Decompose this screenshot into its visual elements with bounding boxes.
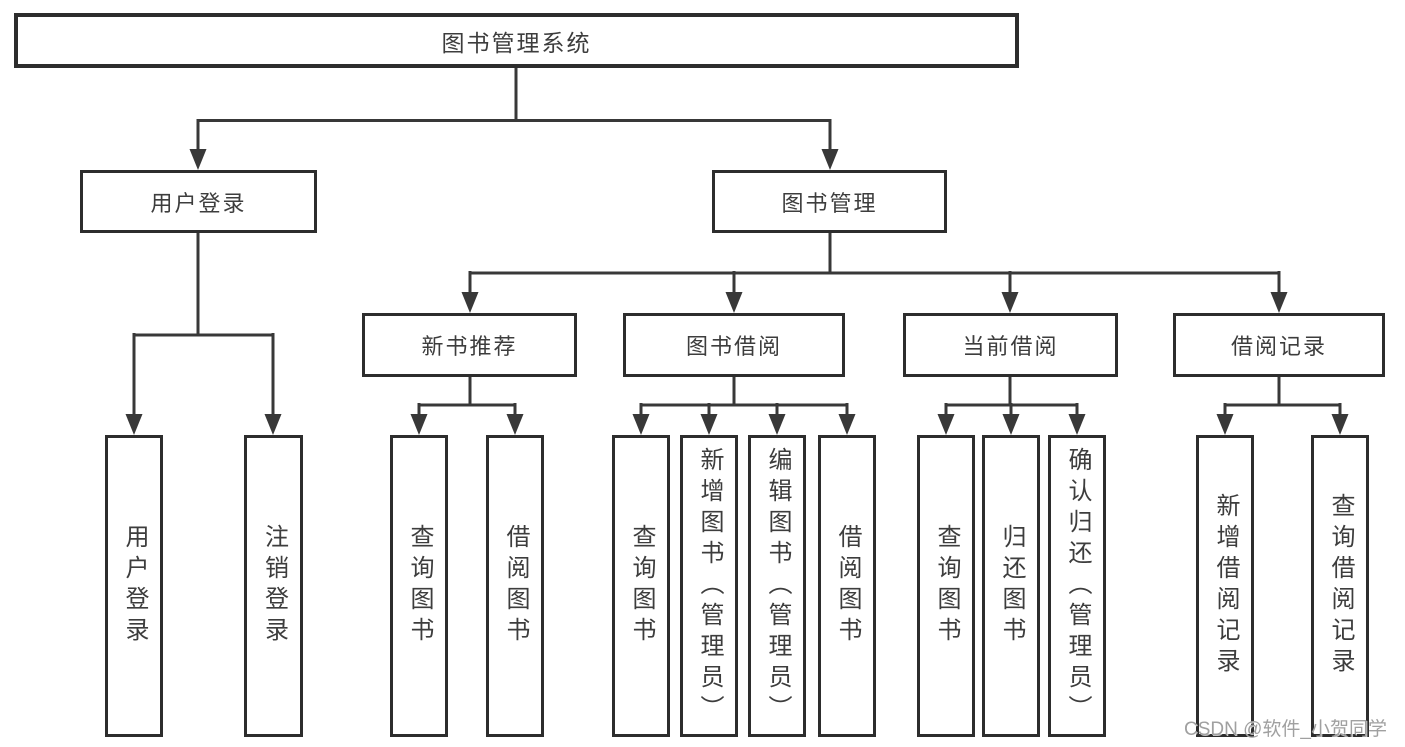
leaf-logout-label: 注销登录 bbox=[260, 524, 288, 648]
arrowhead bbox=[821, 149, 839, 170]
arrowhead bbox=[1001, 292, 1019, 313]
node-root-label: 图书管理系统 bbox=[441, 29, 592, 56]
leaf-rec-query-books-label: 查询图书 bbox=[406, 524, 433, 648]
branch-current-borrow-children bbox=[937, 377, 1086, 435]
branch-user-login-children bbox=[125, 233, 282, 435]
leaf-current-query-books-label: 查询图书 bbox=[933, 524, 960, 648]
leaf-add-books-admin-label: 新增图书（管理员） bbox=[696, 446, 723, 726]
leaf-current-query-books: 查询图书 bbox=[917, 435, 975, 737]
arrowhead bbox=[700, 414, 718, 435]
leaf-user-login-label: 用户登录 bbox=[121, 524, 148, 648]
watermark: CSDN @软件_小贺同学 bbox=[1184, 719, 1387, 740]
node-user-login-label: 用户登录 bbox=[150, 190, 247, 216]
leaf-logout: 注销登录 bbox=[244, 435, 303, 737]
leaf-return-books: 归还图书 bbox=[982, 435, 1040, 737]
leaf-borrow-query-books: 查询图书 bbox=[612, 435, 670, 737]
arrowhead bbox=[838, 414, 856, 435]
node-current-borrow: 当前借阅 bbox=[903, 313, 1118, 377]
leaf-query-borrow-record: 查询借阅记录 bbox=[1311, 435, 1369, 737]
arrowhead bbox=[1331, 414, 1349, 435]
arrowhead bbox=[632, 414, 650, 435]
leaf-query-borrow-record-label: 查询借阅记录 bbox=[1327, 493, 1354, 679]
node-book-mgmt: 图书管理 bbox=[712, 170, 947, 233]
node-new-book-rec-label: 新书推荐 bbox=[421, 334, 518, 359]
arrowhead bbox=[1068, 414, 1086, 435]
leaf-confirm-return-admin-label: 确认归还（管理员） bbox=[1064, 446, 1091, 726]
arrowhead bbox=[264, 414, 282, 435]
leaf-borrow-query-books-label: 查询图书 bbox=[628, 524, 655, 648]
leaf-add-books-admin: 新增图书（管理员） bbox=[680, 435, 738, 737]
leaf-borrow-borrow-books-label: 借阅图书 bbox=[834, 524, 861, 648]
arrowhead bbox=[461, 292, 479, 313]
node-book-borrow-label: 图书借阅 bbox=[685, 334, 782, 359]
node-root: 图书管理系统 bbox=[14, 13, 1019, 68]
branch-borrow-records-children bbox=[1216, 377, 1349, 435]
leaf-user-login: 用户登录 bbox=[105, 435, 163, 737]
leaf-edit-books-admin-label: 编辑图书（管理员） bbox=[764, 446, 791, 726]
node-book-mgmt-label: 图书管理 bbox=[781, 190, 878, 216]
arrowhead bbox=[725, 292, 743, 313]
branch-book-borrow-children bbox=[632, 377, 856, 435]
branch-root-to-level2 bbox=[189, 68, 839, 170]
node-new-book-rec: 新书推荐 bbox=[362, 313, 577, 377]
node-book-borrow: 图书借阅 bbox=[623, 313, 845, 377]
leaf-confirm-return-admin: 确认归还（管理员） bbox=[1048, 435, 1106, 737]
node-borrow-records: 借阅记录 bbox=[1173, 313, 1385, 377]
node-current-borrow-label: 当前借阅 bbox=[962, 334, 1059, 359]
arrowhead bbox=[1002, 414, 1020, 435]
arrowhead bbox=[410, 414, 428, 435]
leaf-add-borrow-record-label: 新增借阅记录 bbox=[1212, 493, 1239, 679]
branch-new-book-rec-children bbox=[410, 377, 524, 435]
leaf-rec-borrow-books: 借阅图书 bbox=[486, 435, 544, 737]
leaf-rec-query-books: 查询图书 bbox=[390, 435, 448, 737]
arrowhead bbox=[1216, 414, 1234, 435]
leaf-edit-books-admin: 编辑图书（管理员） bbox=[748, 435, 806, 737]
arrowhead bbox=[937, 414, 955, 435]
leaf-add-borrow-record: 新增借阅记录 bbox=[1196, 435, 1254, 737]
leaf-borrow-borrow-books: 借阅图书 bbox=[818, 435, 876, 737]
arrowhead bbox=[1270, 292, 1288, 313]
arrowhead bbox=[506, 414, 524, 435]
node-user-login: 用户登录 bbox=[80, 170, 317, 233]
branch-book-mgmt-children bbox=[461, 233, 1288, 313]
leaf-rec-borrow-books-label: 借阅图书 bbox=[502, 524, 529, 648]
arrowhead bbox=[189, 149, 207, 170]
arrowhead bbox=[768, 414, 786, 435]
node-borrow-records-label: 借阅记录 bbox=[1230, 334, 1327, 359]
leaf-return-books-label: 归还图书 bbox=[998, 524, 1025, 648]
arrowhead bbox=[125, 414, 143, 435]
